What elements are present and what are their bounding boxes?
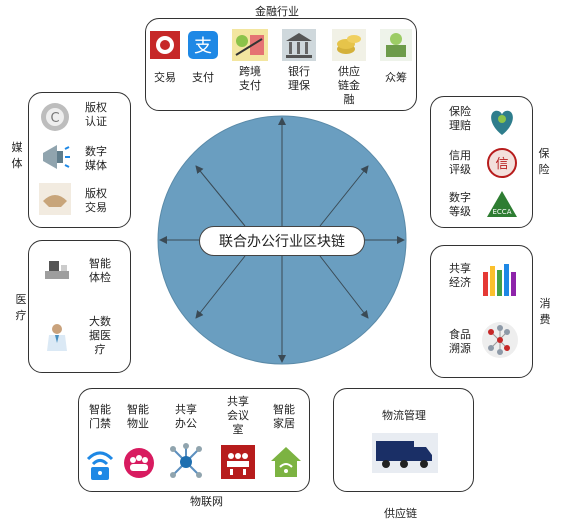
media-item-label-1: 版权 认证 (85, 101, 107, 128)
medical-title: 医疗 (15, 293, 27, 322)
medical-box: 智能 体检 大数 据医 疗 (28, 240, 131, 373)
arrow-downleft (195, 255, 246, 319)
supply-box: 物流管理 (333, 388, 474, 492)
network-icon (482, 322, 518, 358)
alipay-icon: 支 (188, 31, 218, 59)
finance-item-label-4: 银行 理保 (288, 65, 310, 92)
finance-item-label-6: 众筹 (385, 71, 407, 84)
iot-title: 物联网 (190, 495, 223, 508)
media-item-label-3: 版权 交易 (85, 187, 107, 214)
supply-item-label: 物流管理 (382, 409, 426, 422)
target-coin-icon (150, 31, 180, 59)
wifi-lock-icon (86, 451, 114, 480)
iot-item-label-4: 共享 会议 室 (227, 395, 249, 436)
credit-seal-icon: 信 (487, 148, 517, 178)
hub-icon (170, 443, 202, 478)
svg-text:支: 支 (194, 36, 212, 57)
people-group-icon (124, 448, 154, 478)
crowdfund-icon (380, 29, 412, 61)
insurance-item-label-3: 数字 等级 (449, 191, 471, 218)
iot-item-label-3: 共享 办公 (175, 403, 197, 430)
insurance-box: 信 ECCA 保险 理赔 信用 评级 数字 等级 (430, 96, 533, 228)
raised-hands-icon (483, 264, 516, 296)
insurance-item-label-1: 保险 理赔 (449, 105, 471, 132)
center-label: 联合办公行业区块链 (199, 226, 365, 256)
insurance-title: 保险 (538, 147, 550, 176)
consumption-title: 消费 (539, 297, 551, 326)
coins-icon (332, 29, 366, 61)
doctor-icon (47, 324, 67, 351)
medical-item-label-1: 智能 体检 (89, 257, 111, 284)
iot-item-label-1: 智能 门禁 (89, 403, 111, 430)
svg-text:C: C (50, 111, 59, 126)
heart-shield-icon (491, 110, 513, 135)
finance-item-label-1: 交易 (154, 71, 176, 84)
handshake-icon (39, 183, 71, 215)
iot-item-label-2: 智能 物业 (127, 403, 149, 430)
finance-title: 金融行业 (255, 5, 299, 18)
consumption-item-label-1: 共享 经济 (449, 262, 471, 289)
copyright-icon: C (41, 103, 69, 131)
media-box: C 版权 认证 数字 媒体 版权 交易 (28, 92, 131, 228)
medical-scanner-icon (45, 261, 69, 279)
truck-icon (372, 433, 438, 473)
finance-item-label-2: 支付 (192, 71, 214, 84)
iot-item-label-5: 智能 家居 (273, 403, 295, 430)
ecca-icon: ECCA (487, 191, 517, 217)
supply-title: 供应链 (384, 507, 417, 520)
finance-item-label-3: 跨境 支付 (239, 65, 261, 92)
iot-box: 智能 门禁 智能 物业 共享 办公 共享 会议 室 智能 家居 (78, 388, 310, 492)
media-item-label-2: 数字 媒体 (85, 145, 107, 172)
finance-box: 支 交易 支付 跨境 支付 银行 理保 供应 链金 融 众筹 (145, 18, 417, 111)
consumption-box: 共享 经济 食品 溯源 (430, 245, 533, 378)
finance-item-label-5: 供应 链金 融 (338, 65, 360, 106)
svg-text:ECCA: ECCA (493, 208, 512, 216)
smart-home-icon (271, 447, 301, 477)
bank-icon (282, 29, 316, 61)
meeting-room-icon (221, 445, 255, 479)
arrow-upright (319, 165, 369, 227)
cross-border-icon (232, 29, 268, 61)
consumption-item-label-2: 食品 溯源 (449, 328, 471, 355)
megaphone-icon (43, 145, 70, 169)
medical-item-label-2: 大数 据医 疗 (89, 315, 111, 356)
arrow-downright (319, 255, 369, 319)
insurance-item-label-2: 信用 评级 (449, 149, 471, 176)
arrow-upleft (195, 165, 246, 227)
svg-text:信: 信 (495, 157, 508, 172)
media-title: 媒体 (11, 141, 23, 170)
